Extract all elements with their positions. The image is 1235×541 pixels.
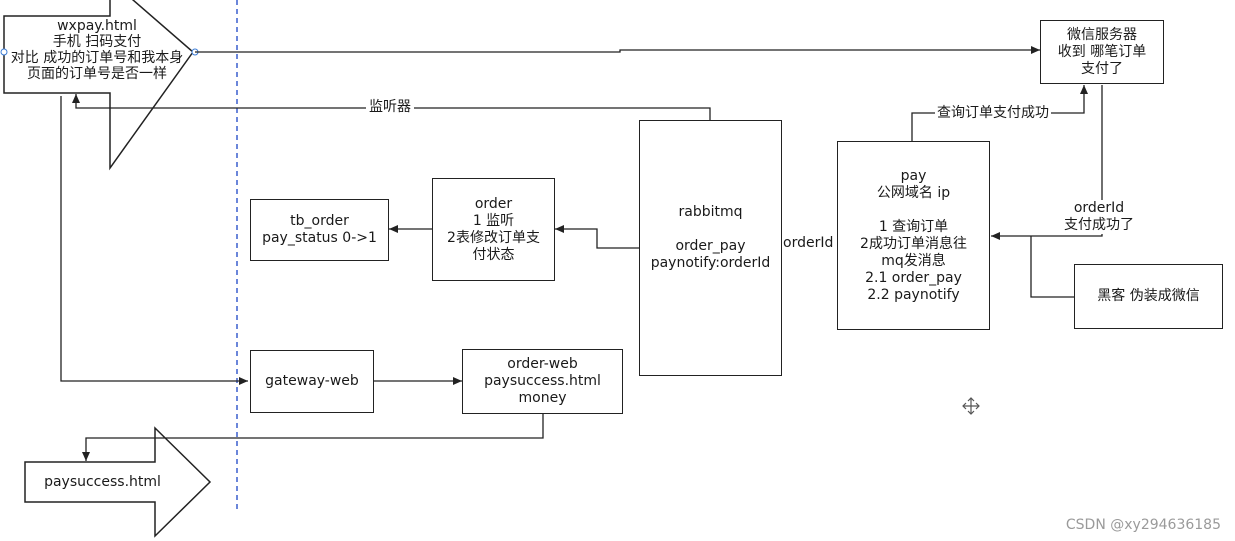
paysuccess-arrow-shape — [24, 426, 212, 538]
connector-wxpay-to-gateway — [60, 96, 248, 385]
order-text: order 1 监听 2表修改订单支 付状态 — [447, 195, 540, 263]
rabbitmq-text: rabbitmq order_pay paynotify:orderId — [650, 204, 771, 271]
gateway-web-text: gateway-web — [265, 373, 359, 389]
gateway-web-box: gateway-web — [250, 350, 374, 413]
hacker-text: 黑客 伪装成微信 — [1097, 288, 1200, 304]
connector-wxpay-to-wechat — [195, 46, 1040, 54]
connector-wechat-to-pay — [991, 85, 1103, 240]
query-success-label: 查询订单支付成功 — [935, 105, 1051, 122]
connection-handle — [0, 48, 8, 56]
watermark: CSDN @xy294636185 — [1065, 517, 1221, 533]
orderid-label: orderId — [783, 235, 834, 252]
order-box: order 1 监听 2表修改订单支 付状态 — [432, 178, 555, 281]
tb-order-text: tb_order pay_status 0->1 — [262, 213, 377, 246]
pay-box: pay 公网域名 ip 1 查询订单 2成功订单消息往 mq发消息 2.1 or… — [837, 141, 990, 330]
wechat-server-box: 微信服务器 收到 哪笔订单 支付了 — [1040, 20, 1164, 84]
connector-orderweb-to-paysuccess — [82, 414, 544, 461]
listener-label: 监听器 — [366, 99, 414, 116]
paysuccess-arrow-label: paysuccess.html — [44, 474, 161, 490]
move-cursor-icon — [962, 397, 980, 415]
tb-order-box: tb_order pay_status 0->1 — [250, 199, 389, 261]
order-web-text: order-web paysuccess.html money — [484, 356, 601, 406]
orderid-paid-label: orderId 支付成功了 — [1062, 200, 1136, 234]
hacker-box: 黑客 伪装成微信 — [1074, 264, 1223, 329]
connector-rabbitmq-to-order — [555, 225, 639, 249]
pay-text: pay 公网域名 ip 1 查询订单 2成功订单消息往 mq发消息 2.1 or… — [860, 167, 967, 303]
wxpay-arrow-label: wxpay.html 手机 扫码支付 对比 成功的订单号和我本身 页面的订单号是… — [10, 18, 184, 82]
wechat-server-text: 微信服务器 收到 哪笔订单 支付了 — [1057, 26, 1147, 77]
wxpay-arrow-shape — [3, 0, 195, 171]
rabbitmq-box: rabbitmq order_pay paynotify:orderId — [639, 120, 782, 376]
order-web-box: order-web paysuccess.html money — [462, 349, 623, 414]
connector-hacker-to-pay — [1030, 236, 1074, 298]
